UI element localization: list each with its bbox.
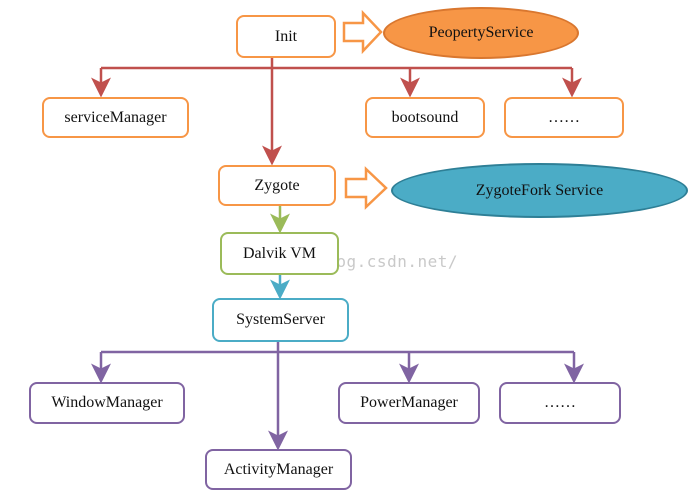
zygote-box: Zygote <box>218 165 336 206</box>
window-manager-box: WindowManager <box>29 382 185 424</box>
system-server-label: SystemServer <box>236 311 325 328</box>
power-manager-label: PowerManager <box>360 394 458 411</box>
zygote-to-forkservice-arrow <box>344 166 388 210</box>
system-server-box: SystemServer <box>212 298 349 342</box>
dalvik-vm-box: Dalvik VM <box>220 232 339 275</box>
window-manager-label: WindowManager <box>51 394 163 411</box>
init-label: Init <box>274 27 298 45</box>
zygote-fork-service-ellipse: ZygoteFork Service <box>391 163 688 218</box>
init-branch-connectors <box>91 58 582 166</box>
activity-manager-box: ActivityManager <box>205 449 352 490</box>
watermark: /blog.csdn.net/ <box>306 252 458 271</box>
bootsound-box: bootsound <box>365 97 485 138</box>
bottom-ellipsis-box: …… <box>499 382 621 424</box>
top-ellipsis-box: …… <box>504 97 624 138</box>
systemserver-branch-connectors <box>91 342 584 451</box>
top-ellipsis-label: …… <box>548 108 580 126</box>
property-service-ellipse: PeopertyService <box>383 7 579 59</box>
service-manager-box: serviceManager <box>42 97 189 138</box>
zygote-label: Zygote <box>254 176 300 194</box>
bottom-ellipsis-label: …… <box>544 394 576 411</box>
activity-manager-label: ActivityManager <box>223 460 334 478</box>
init-to-propertyservice-arrow <box>342 9 383 55</box>
bootsound-label: bootsound <box>391 108 459 126</box>
power-manager-box: PowerManager <box>338 382 480 424</box>
property-service-label: PeopertyService <box>428 24 534 41</box>
service-manager-label: serviceManager <box>64 108 167 126</box>
dalvik-vm-label: Dalvik VM <box>242 244 317 262</box>
zygote-fork-service-label: ZygoteFork Service <box>475 181 604 199</box>
init-box: Init <box>236 15 336 58</box>
